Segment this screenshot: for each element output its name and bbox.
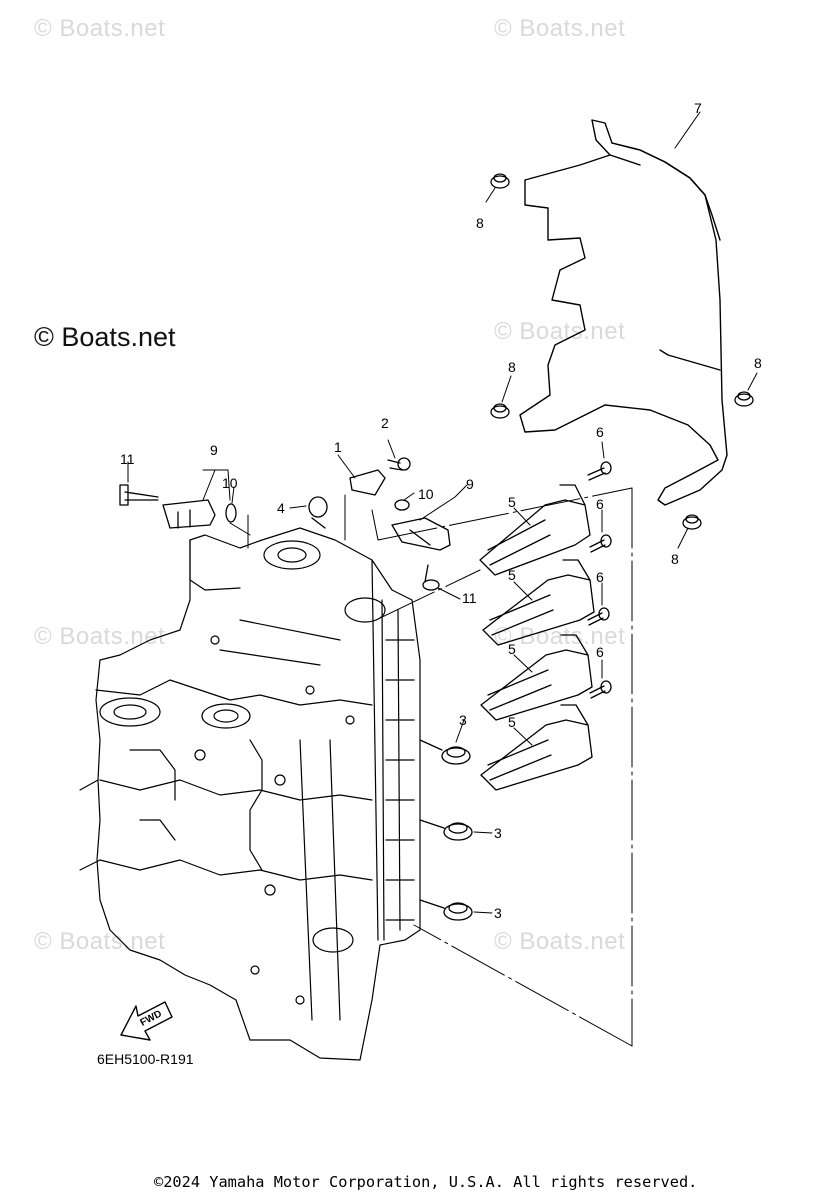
cover-part-7 xyxy=(519,119,728,506)
watermark: © Boats.net xyxy=(34,623,166,650)
callout-11: 11 xyxy=(462,590,477,606)
callout-3: 3 xyxy=(494,905,502,921)
watermark: © Boats.net xyxy=(494,928,626,955)
callout-6: 6 xyxy=(596,496,604,512)
callout-8: 8 xyxy=(671,551,679,567)
callout-5: 5 xyxy=(508,714,516,730)
callout-5: 5 xyxy=(508,567,516,583)
callout-4: 4 xyxy=(277,500,285,516)
watermark: © Boats.net xyxy=(494,15,626,42)
callout-5: 5 xyxy=(508,494,516,510)
callout-1: 1 xyxy=(334,439,342,455)
dash-dot-lines xyxy=(229,487,633,1047)
ignition-coils-part-5 xyxy=(479,484,595,791)
callout-3: 3 xyxy=(459,712,467,728)
callout-3: 3 xyxy=(494,825,502,841)
watermark: © Boats.net xyxy=(494,623,626,650)
sensors-and-small-parts xyxy=(119,457,451,591)
watermark: © Boats.net xyxy=(494,318,626,345)
diagram-code: 6EH5100-R191 xyxy=(97,1051,194,1067)
leader-lines xyxy=(127,111,758,914)
callout-6: 6 xyxy=(596,569,604,585)
callout-8: 8 xyxy=(508,359,516,375)
callout-8: 8 xyxy=(754,355,762,371)
engine-block xyxy=(79,527,421,1061)
grommet-part-8 xyxy=(490,173,754,530)
watermark-dark: © Boats.net xyxy=(34,322,176,352)
callout-5: 5 xyxy=(508,641,516,657)
clamps-part-3 xyxy=(419,739,473,921)
callout-11: 11 xyxy=(120,451,135,467)
callout-10: 10 xyxy=(222,475,238,491)
copyright-notice: ©2024 Yamaha Motor Corporation, U.S.A. A… xyxy=(154,1173,698,1191)
callout-9: 9 xyxy=(466,476,474,492)
fwd-arrow xyxy=(120,1001,173,1041)
watermark: © Boats.net xyxy=(34,15,166,42)
bolts-part-6 xyxy=(587,461,612,699)
callout-6: 6 xyxy=(596,644,604,660)
callout-10: 10 xyxy=(418,486,434,502)
callout-9: 9 xyxy=(210,442,218,458)
callout-2: 2 xyxy=(381,415,389,431)
watermark: © Boats.net xyxy=(34,928,166,955)
callout-6: 6 xyxy=(596,424,604,440)
callout-8: 8 xyxy=(476,215,484,231)
callout-7: 7 xyxy=(694,100,702,116)
